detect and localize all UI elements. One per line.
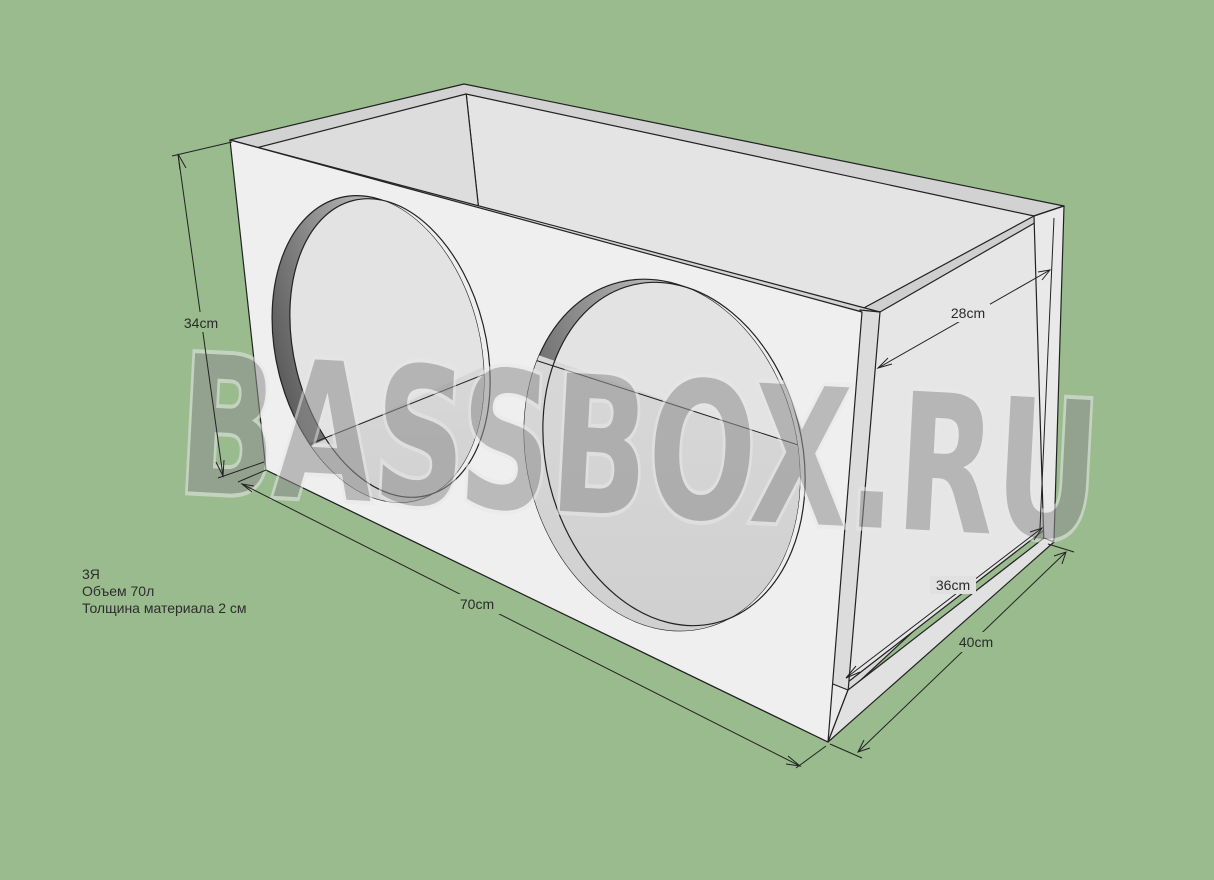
inner-depth-label-bg: [944, 304, 990, 322]
speaker-hole-right: [509, 278, 821, 660]
bottom-right-edge: [827, 537, 1055, 743]
inner-depth-dimension-label: 28cm: [951, 305, 985, 321]
spec-notes: 3Я Объем 70л Толщина материала 2 см: [82, 566, 247, 617]
depth-label-bg: [953, 632, 999, 652]
length-label-bg: [455, 594, 501, 614]
height-dimension-label: 34cm: [184, 315, 218, 331]
watermark: BASSBOX.RU: [170, 311, 1108, 588]
volume-note: Объем 70л: [82, 583, 155, 599]
length-dimension-label: 70cm: [460, 596, 494, 612]
watermark-text: BASSBOX.RU: [174, 315, 1104, 584]
speaker-hole-left: [271, 195, 515, 526]
model-name: 3Я: [82, 566, 100, 582]
material-thickness-note: Толщина материала 2 см: [82, 600, 247, 616]
depth-dimension-label: 40cm: [959, 634, 993, 650]
inner-height-dimension-label: 36cm: [936, 577, 970, 593]
back-wall-side: [1033, 205, 1065, 547]
height-label-bg: [178, 312, 224, 332]
inner-height-label-bg: [930, 576, 976, 594]
